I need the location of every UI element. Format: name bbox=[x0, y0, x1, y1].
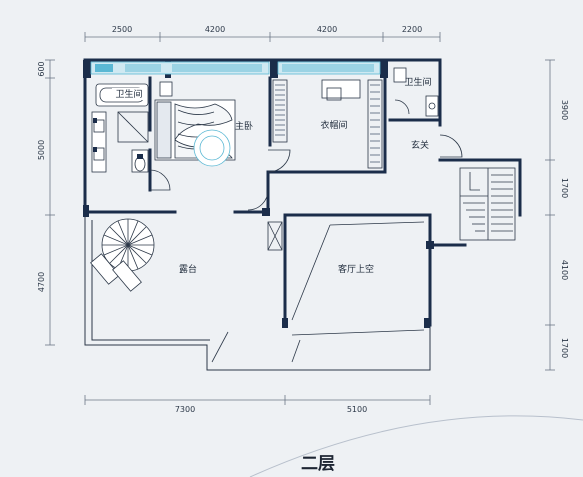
walls bbox=[83, 58, 522, 327]
terrace-umbrella bbox=[101, 218, 155, 272]
shaft-box bbox=[267, 221, 283, 251]
dim-top-4: 2200 bbox=[402, 25, 422, 34]
dim-bottom-2: 5100 bbox=[347, 405, 367, 414]
wardrobe-racks bbox=[272, 79, 383, 169]
dim-bottom-1: 7300 bbox=[175, 405, 195, 414]
top-windows bbox=[90, 61, 381, 75]
bath-left-label-bg bbox=[112, 88, 146, 100]
terrace-loungers bbox=[90, 253, 142, 292]
dim-left-2: 5000 bbox=[37, 140, 46, 160]
left-bathroom-fixture-details bbox=[93, 118, 143, 159]
master-bed bbox=[154, 81, 236, 167]
room-label-master-bedroom: 主卧 bbox=[235, 120, 253, 132]
dim-top-2: 4200 bbox=[205, 25, 225, 34]
dim-top-3: 4200 bbox=[317, 25, 337, 34]
door-swings bbox=[149, 99, 463, 211]
room-label-bath-right: 卫生间 bbox=[404, 76, 431, 88]
dim-right-4: 1700 bbox=[560, 338, 569, 358]
background-arc bbox=[249, 415, 583, 477]
room-label-wardrobe: 衣帽间 bbox=[320, 119, 347, 131]
floor-title: 二层 bbox=[301, 454, 335, 474]
room-label-bath-left: 卫生间 bbox=[115, 88, 142, 100]
staircase bbox=[459, 167, 516, 241]
dim-right-1: 3900 bbox=[560, 100, 569, 120]
wardrobe-hangers bbox=[275, 84, 380, 163]
living-void-lines bbox=[211, 221, 425, 363]
room-label-terrace: 露台 bbox=[179, 263, 197, 275]
dim-top-1: 2500 bbox=[112, 25, 132, 34]
dim-right-3: 4100 bbox=[560, 260, 569, 280]
right-bathroom-fixtures bbox=[393, 67, 439, 117]
room-label-foyer: 玄关 bbox=[411, 139, 429, 151]
dimension-lines bbox=[45, 32, 555, 405]
dim-left-1: 600 bbox=[37, 61, 46, 76]
dim-right-2: 1700 bbox=[560, 178, 569, 198]
terrace-boundary bbox=[84, 215, 431, 371]
dim-left-3: 4700 bbox=[37, 272, 46, 292]
room-label-living-void: 客厅上空 bbox=[338, 263, 374, 275]
